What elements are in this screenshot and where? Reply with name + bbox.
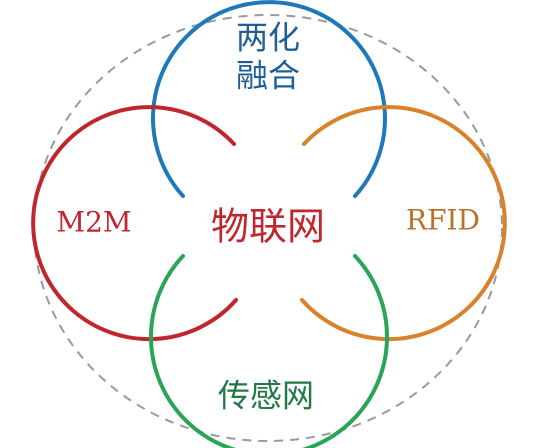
top-label-line2: 融合 (236, 57, 300, 95)
bottom-label: 传感网 (218, 377, 314, 415)
outer-dashed-circle (33, 14, 503, 442)
top-label-line1: 两化 (236, 19, 300, 57)
top-loop (151, 0, 387, 198)
right-loop (300, 105, 507, 342)
bottom-loop (149, 254, 389, 448)
left-label: M2M (56, 206, 131, 239)
right-label: RFID (406, 204, 480, 237)
center-label: 物联网 (211, 205, 325, 249)
left-loop (31, 105, 238, 342)
